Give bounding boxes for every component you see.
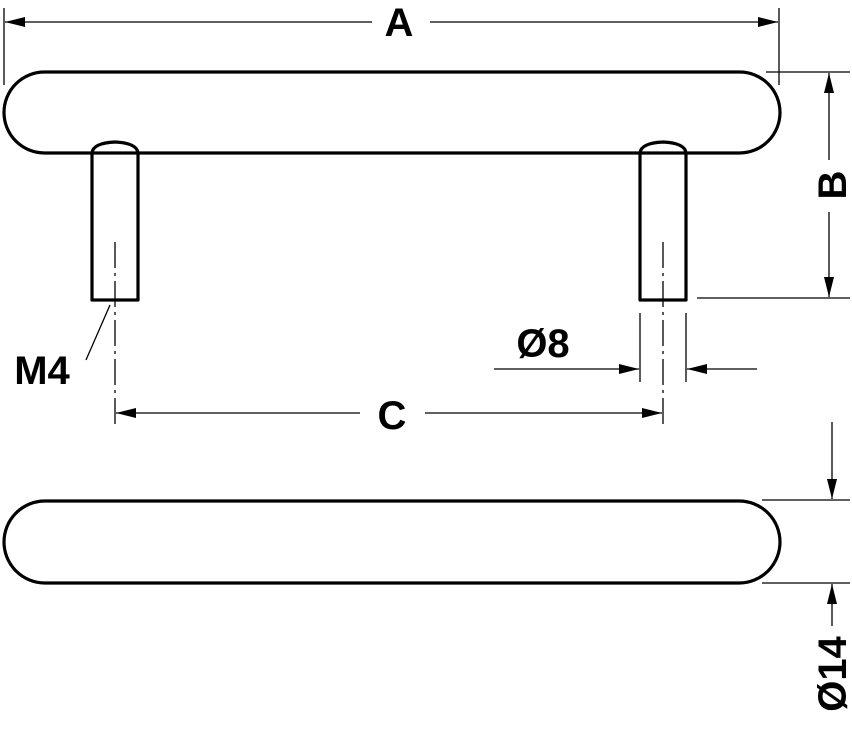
right-leg xyxy=(638,140,688,425)
dimension-bar-diameter-label: Ø14 xyxy=(811,635,852,711)
dimension-b-label: B xyxy=(811,171,852,200)
handle-top-view xyxy=(2,499,782,585)
dimension-c-label: C xyxy=(378,394,407,438)
dimension-a: A xyxy=(3,1,780,85)
thread-callout: M4 xyxy=(14,304,111,393)
handle-side-view xyxy=(2,70,782,425)
left-leg xyxy=(90,140,140,425)
dimension-b: B xyxy=(697,71,852,299)
dimension-c: C xyxy=(116,394,662,438)
thread-label: M4 xyxy=(14,349,70,393)
dimension-leg-diameter: Ø8 xyxy=(494,313,757,382)
handle-bar-top xyxy=(2,499,782,585)
handle-bar xyxy=(2,70,782,155)
dimension-leg-diameter-label: Ø8 xyxy=(516,322,569,366)
dimension-a-label: A xyxy=(385,1,414,45)
dimension-bar-diameter: Ø14 xyxy=(762,422,852,712)
